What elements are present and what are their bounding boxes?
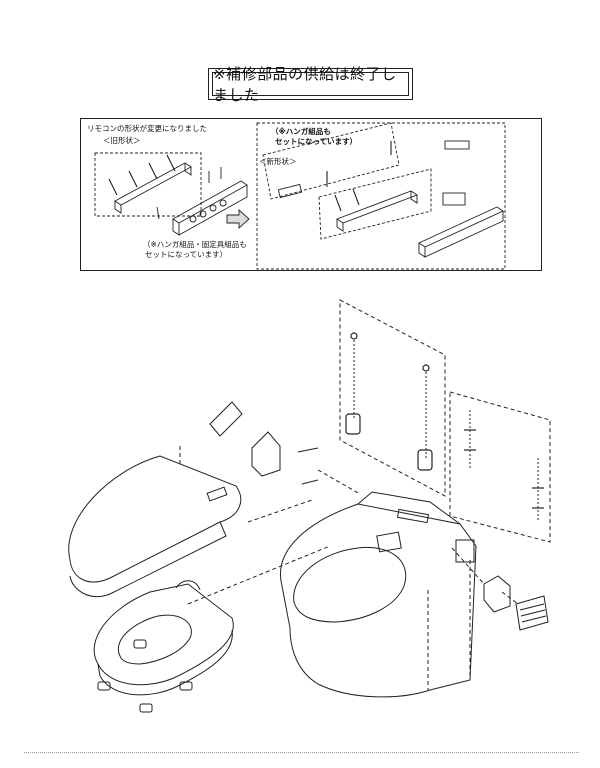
valve-block bbox=[251, 431, 281, 477]
new-plate-small bbox=[277, 183, 303, 199]
inset-drawings bbox=[94, 122, 506, 270]
wall-panel-right bbox=[449, 391, 551, 543]
old-hanger-bracket bbox=[114, 162, 192, 214]
new-part-top bbox=[444, 140, 470, 150]
seat-bumpers bbox=[97, 639, 193, 713]
new-hanger-bracket bbox=[336, 190, 418, 232]
old-shape-label: ＜旧形状＞ bbox=[103, 136, 141, 145]
inset-heading: リモコンの形状が変更になりました bbox=[87, 124, 207, 133]
old-note-line1: （※ハンガ組品・固定具組品も bbox=[143, 240, 247, 249]
vent-grille bbox=[515, 595, 549, 631]
old-fixing-parts bbox=[156, 167, 222, 220]
new-screws bbox=[326, 141, 392, 212]
new-remote-control bbox=[418, 206, 504, 258]
new-hanger-set-frame bbox=[262, 122, 400, 200]
hanger-rods bbox=[353, 340, 539, 520]
toilet-lid bbox=[68, 455, 242, 598]
old-hanger-dashed-frame bbox=[94, 152, 202, 217]
discontinued-notice: ※補修部品の供給は終了しました bbox=[208, 65, 413, 104]
change-arrow bbox=[226, 208, 250, 230]
toilet-bowl bbox=[280, 491, 477, 698]
new-bracket-frame bbox=[318, 168, 432, 240]
new-part-mid bbox=[442, 192, 466, 206]
gasket-plate bbox=[209, 401, 243, 437]
filter-cap bbox=[483, 575, 511, 613]
new-note-line2: セットになっています） bbox=[275, 137, 358, 146]
footer-divider bbox=[24, 752, 579, 753]
wall-panel-left bbox=[339, 299, 446, 497]
remote-change-inset: リモコンの形状が変更になりました ＜旧形状＞ ＜新形状＞ （※ハンガ組品も セッ… bbox=[80, 118, 542, 271]
anchor-bolts bbox=[345, 332, 544, 509]
new-shape-dashed-frame bbox=[256, 122, 506, 270]
old-note-line2: セットになっています） bbox=[145, 250, 228, 259]
toilet-seat bbox=[93, 580, 234, 696]
new-note-line1: （※ハンガ組品も bbox=[271, 127, 331, 136]
new-shape-label: ＜新形状＞ bbox=[259, 157, 297, 166]
old-remote-control bbox=[172, 180, 248, 236]
old-screws bbox=[108, 154, 176, 196]
connector-pins bbox=[297, 447, 319, 485]
